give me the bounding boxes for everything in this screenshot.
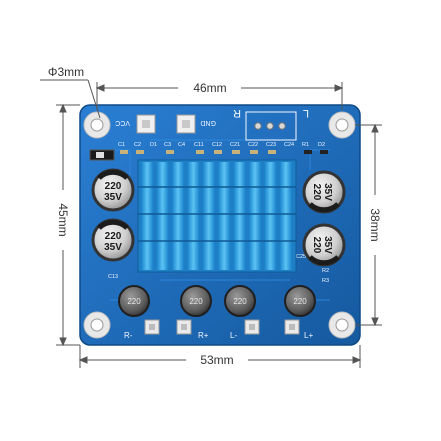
heatsink-fin	[218, 162, 230, 270]
svg-text:C21: C21	[230, 142, 240, 148]
mounting-hole-top-left	[83, 111, 111, 139]
svg-text:C23: C23	[266, 142, 276, 148]
svg-text:35V: 35V	[322, 236, 333, 254]
speaker-pads	[144, 319, 300, 335]
r-plus-label: R+	[198, 331, 209, 340]
hole-spacing-width-label: 46mm	[193, 81, 226, 95]
inductor-2: 220	[180, 285, 212, 317]
heatsink-fin	[264, 162, 277, 270]
board-height-label: 45mm	[56, 203, 70, 236]
heatsink-fin	[156, 162, 169, 270]
vcc-label: VCC	[115, 119, 130, 126]
svg-text:R2: R2	[322, 268, 329, 274]
inductor-4: 220	[284, 285, 316, 317]
svg-text:D2: D2	[318, 142, 325, 148]
capacitor-top-right: 35V 220	[302, 170, 346, 214]
smd-components	[120, 150, 328, 154]
mounting-hole-bottom-left	[83, 311, 111, 339]
svg-text:220: 220	[105, 231, 122, 242]
svg-text:C25: C25	[296, 254, 306, 260]
component-labels: C1 C2 D1 C3 C4 C11 C12 C21 C22 C23 C24 R…	[108, 142, 329, 284]
board-width-label: 53mm	[200, 353, 233, 367]
svg-text:C22: C22	[248, 142, 258, 148]
vcc-pad	[136, 114, 156, 134]
svg-text:C4: C4	[178, 142, 185, 148]
gnd-label: GND	[200, 119, 216, 126]
svg-text:220: 220	[233, 297, 247, 306]
mounting-hole-top-right	[328, 111, 356, 139]
heatsink-fin	[280, 162, 292, 270]
svg-text:R3: R3	[322, 278, 329, 284]
capacitor-bottom-right: 35V 220	[302, 223, 346, 267]
heatsink-fin	[233, 162, 246, 270]
svg-text:220: 220	[311, 237, 322, 254]
dimension-lines	[40, 79, 382, 368]
l-minus-label: L-	[230, 331, 237, 340]
power-switch	[89, 149, 115, 161]
heatsink-fin	[249, 162, 261, 270]
svg-text:220: 220	[127, 297, 141, 306]
svg-text:220: 220	[293, 297, 307, 306]
svg-text:C11: C11	[194, 142, 204, 148]
svg-text:C12: C12	[212, 142, 222, 148]
svg-text:35V: 35V	[104, 192, 122, 203]
svg-text:C13: C13	[108, 274, 118, 280]
svg-text:220: 220	[105, 181, 122, 192]
input-header	[245, 111, 297, 141]
svg-text:C2: C2	[134, 142, 141, 148]
heatsink-fin	[172, 162, 184, 270]
capacitor-bottom-left: 220 35V	[91, 218, 135, 262]
l-plus-label: L+	[304, 331, 313, 340]
l-channel-label: L	[303, 107, 309, 119]
hole-spacing-height-label: 38mm	[368, 208, 382, 241]
capacitor-top-left: 220 35V	[91, 168, 135, 212]
svg-text:R1: R1	[302, 142, 309, 148]
heatsink-fin	[141, 162, 153, 270]
mounting-hole-bottom-right	[328, 311, 356, 339]
svg-text:220: 220	[189, 297, 203, 306]
svg-text:C3: C3	[164, 142, 171, 148]
heatsink-fin	[187, 162, 200, 270]
svg-text:35V: 35V	[322, 183, 333, 201]
inductor-1: 220	[118, 285, 150, 317]
gnd-pad	[176, 114, 196, 134]
svg-text:220: 220	[311, 184, 322, 201]
inductor-3: 220	[224, 285, 256, 317]
svg-text:C24: C24	[284, 142, 294, 148]
svg-text:D1: D1	[150, 142, 157, 148]
heatsink	[137, 159, 297, 273]
r-channel-label: R	[233, 107, 241, 119]
r-minus-label: R-	[124, 331, 133, 340]
heatsink-fin	[203, 162, 215, 270]
hole-diameter-label: Φ3mm	[48, 65, 84, 79]
svg-text:35V: 35V	[104, 242, 122, 253]
svg-text:C1: C1	[118, 142, 125, 148]
